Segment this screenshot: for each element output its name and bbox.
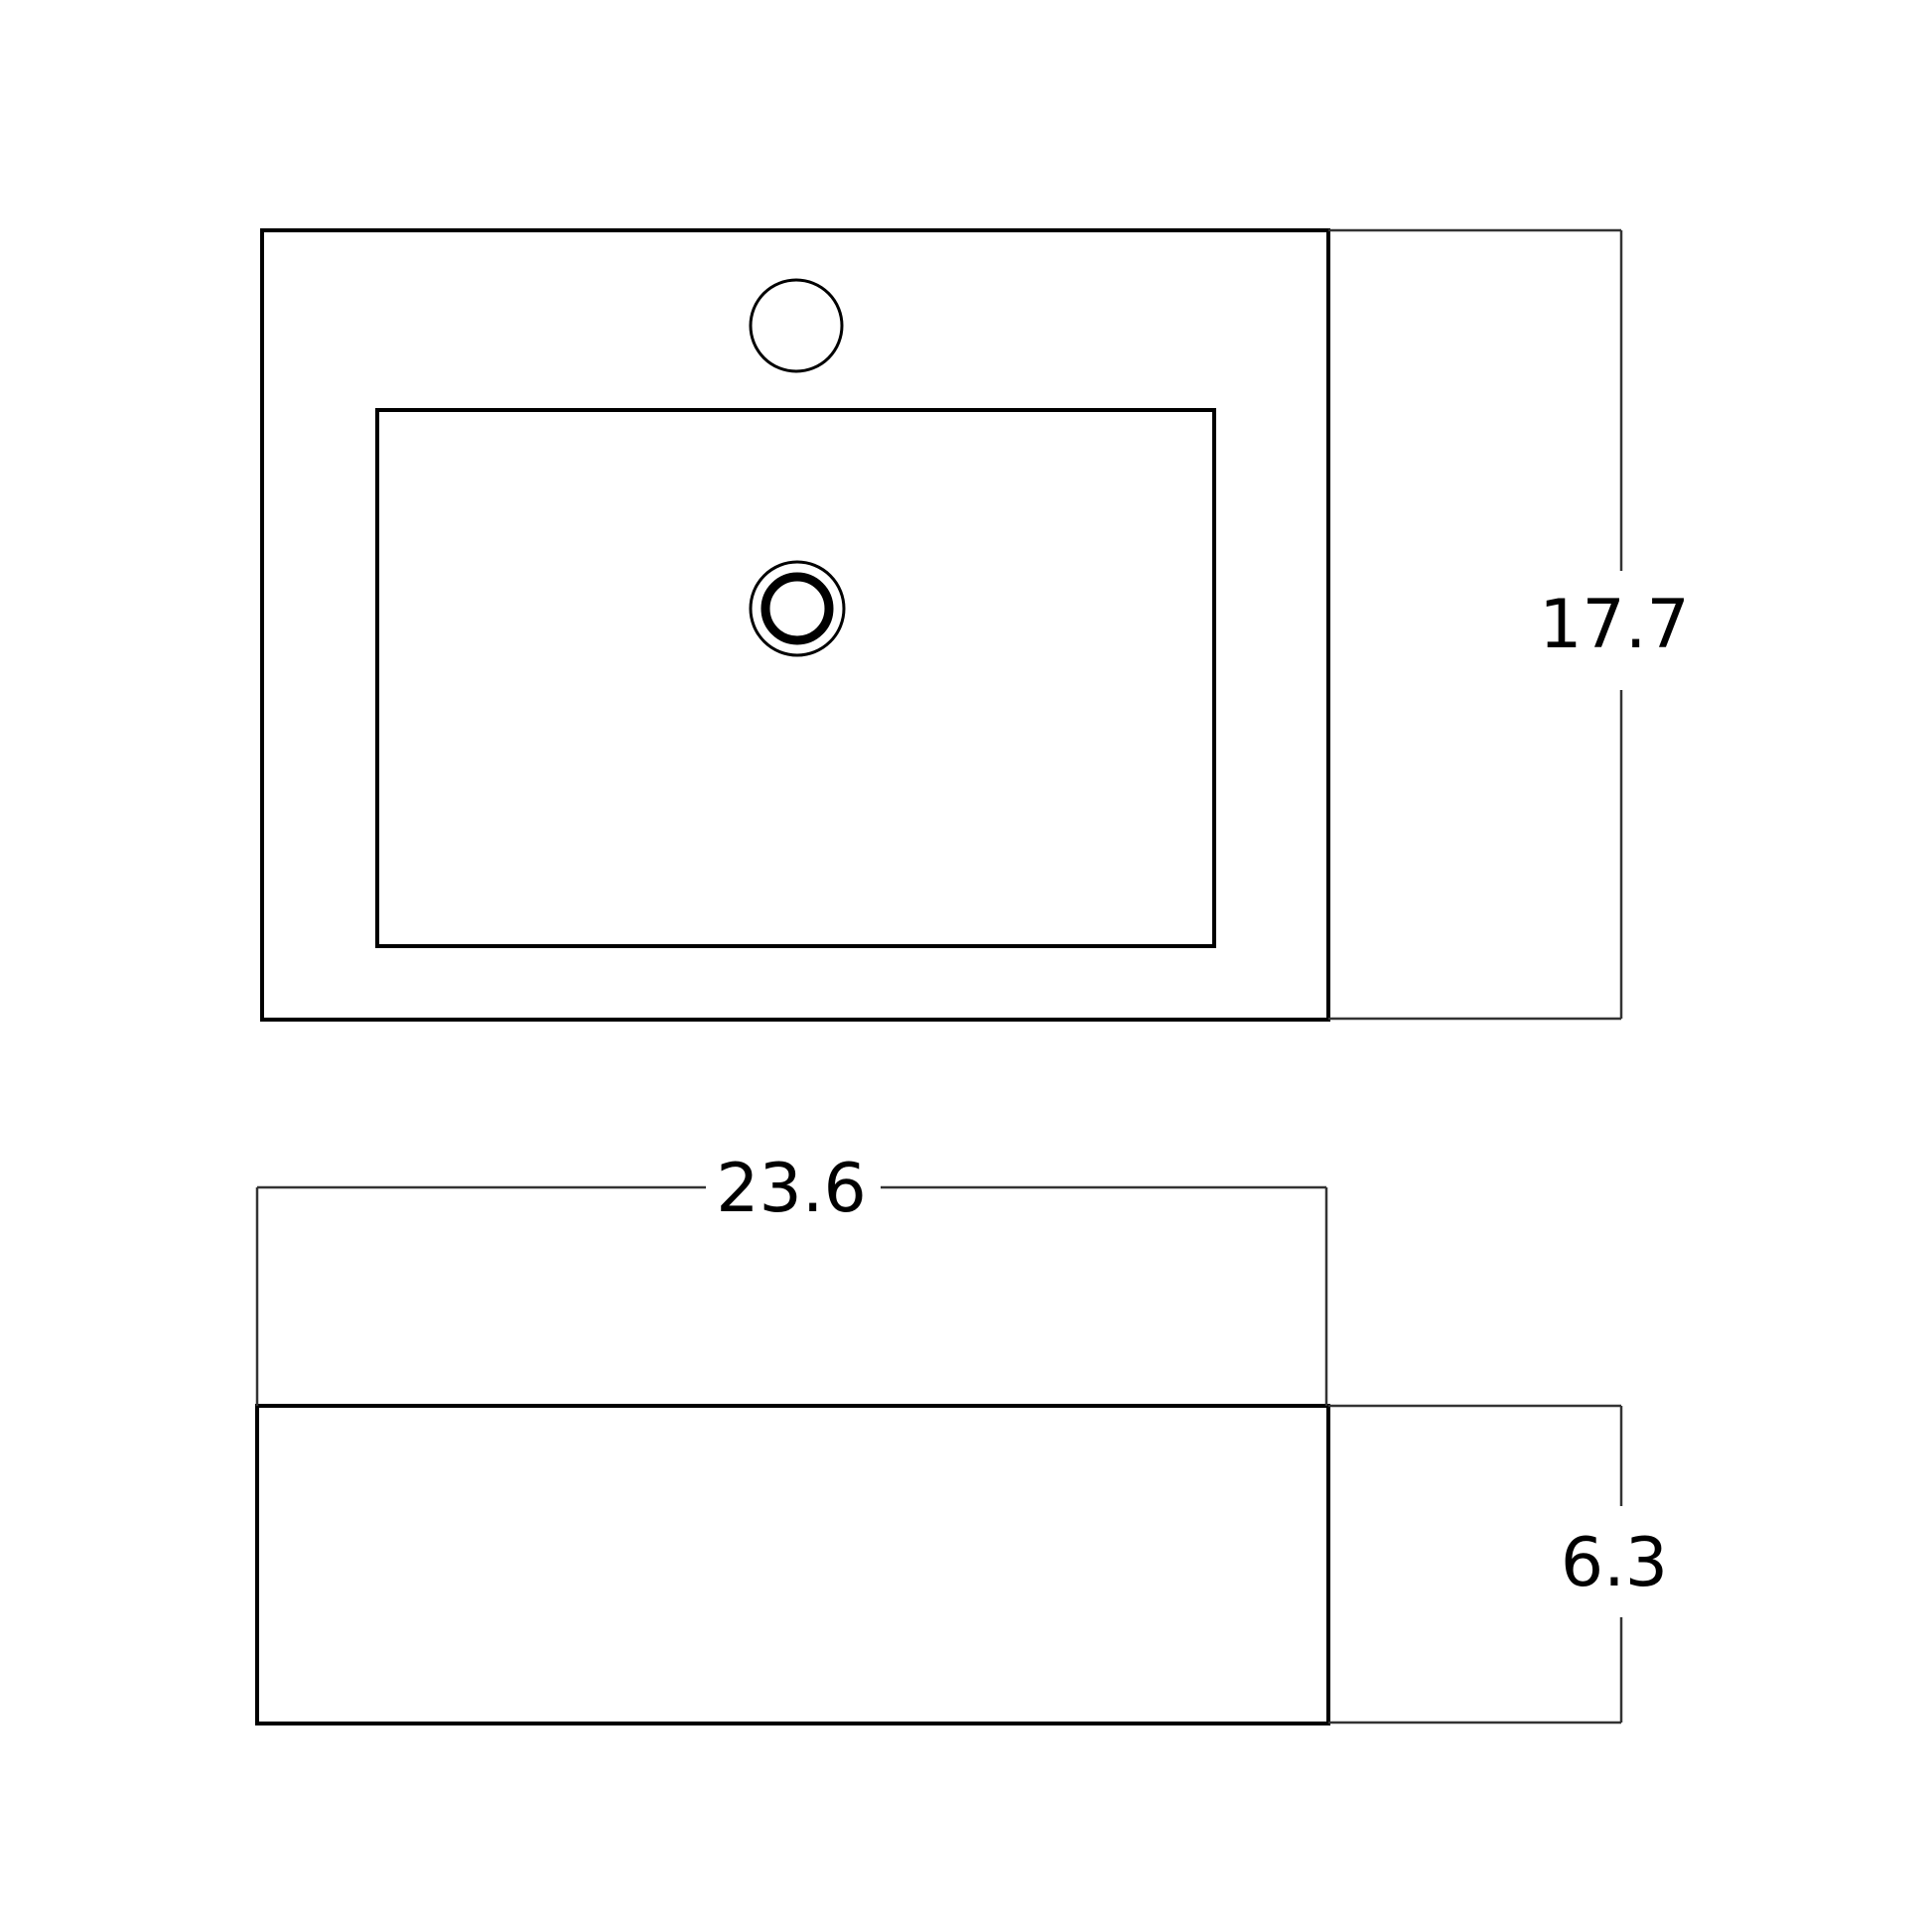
height-dimension: 6.3 xyxy=(1328,1404,1668,1725)
width-label: 23.6 xyxy=(716,1150,866,1228)
depth-dimension: 17.7 xyxy=(1328,228,1690,1021)
drain-icon xyxy=(749,560,846,657)
top-view xyxy=(260,228,1330,1022)
width-dimension: 23.6 xyxy=(255,1150,1328,1406)
height-label: 6.3 xyxy=(1561,1524,1668,1602)
basin-outline xyxy=(375,408,1216,948)
countertop-outline xyxy=(260,228,1330,1022)
basin-body-outline xyxy=(255,1404,1330,1725)
depth-label: 17.7 xyxy=(1539,586,1689,664)
side-view xyxy=(255,1404,1330,1725)
faucet-hole xyxy=(749,278,844,373)
